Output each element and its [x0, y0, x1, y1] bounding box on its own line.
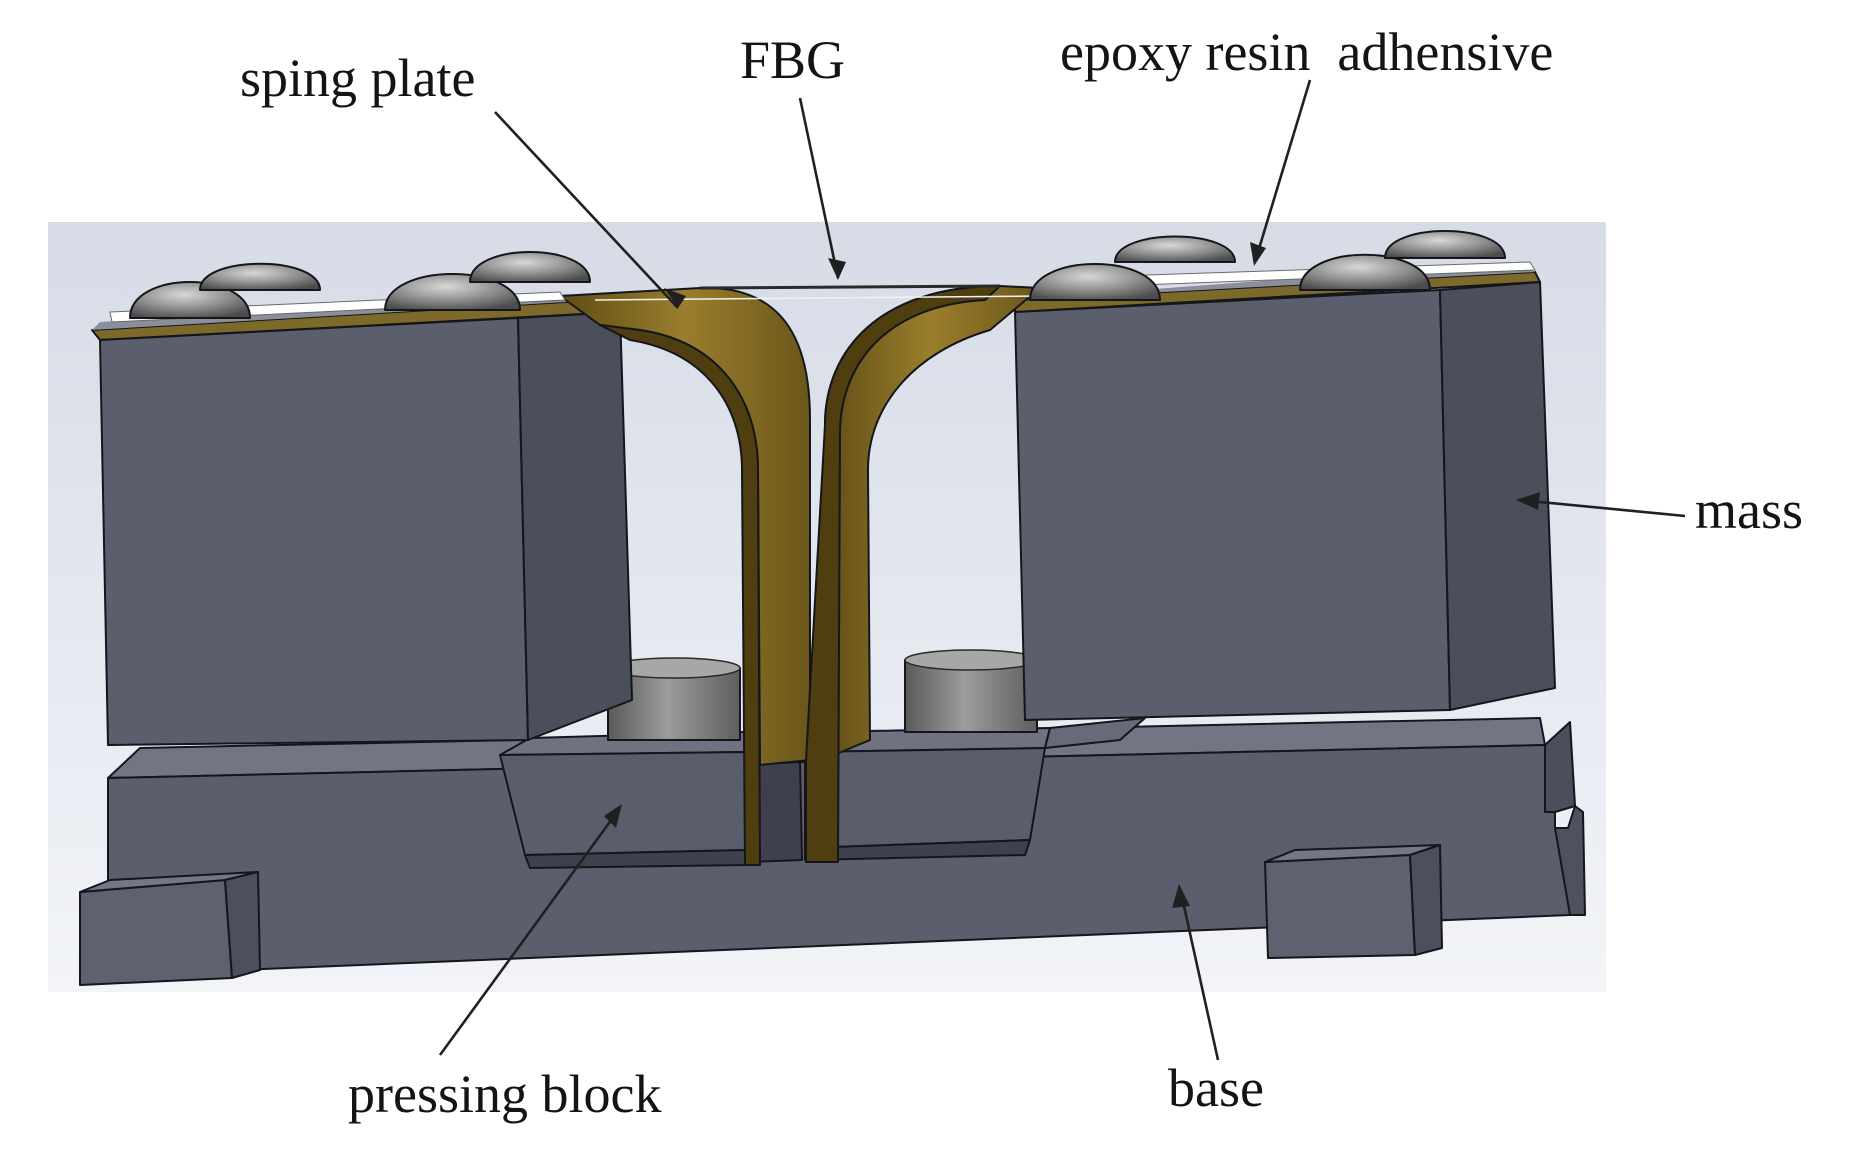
fbg-fiber: [699, 284, 1001, 290]
label-epoxy: epoxy resin adhensive: [1060, 22, 1553, 82]
spring-plate-part: [559, 285, 1041, 866]
pressing-block-part: [499, 717, 1146, 869]
label-base: base: [1168, 1058, 1264, 1118]
screw-heads: [129, 230, 1506, 319]
label-pressing-block: pressing block: [348, 1064, 661, 1124]
cylinder-screws: [607, 649, 1038, 741]
mass-left: [91, 294, 633, 746]
label-mass: mass: [1695, 480, 1803, 540]
label-spring-plate: sping plate: [240, 48, 475, 108]
mass-right: [1014, 268, 1556, 721]
label-fbg: FBG: [740, 30, 845, 90]
leader-lines: [438, 79, 1686, 1061]
